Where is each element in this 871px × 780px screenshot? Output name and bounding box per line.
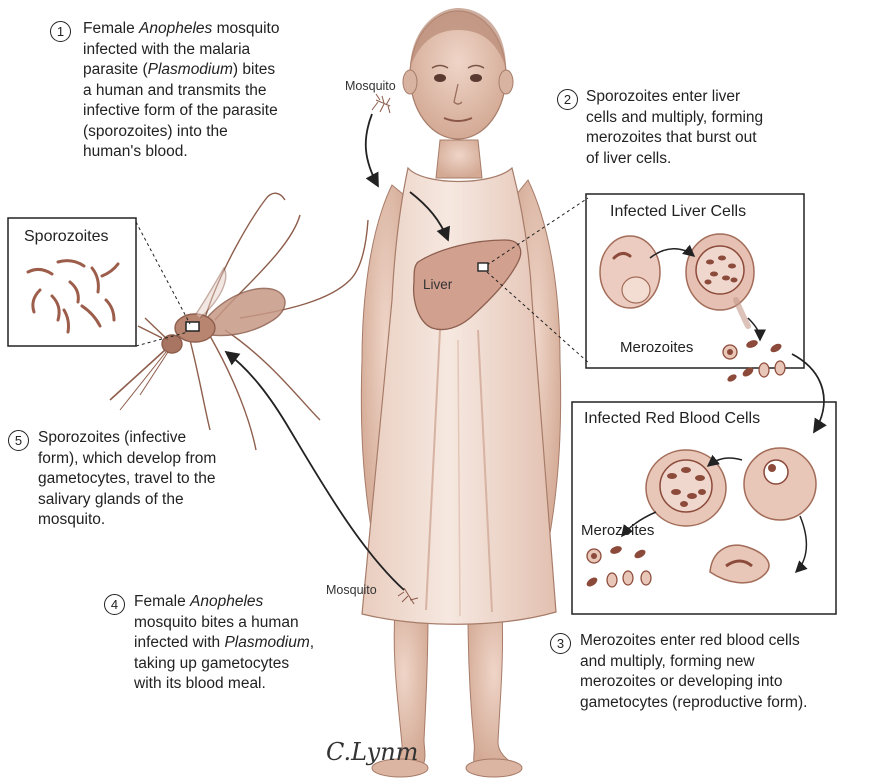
salivary-gland-marker: [186, 322, 199, 331]
liver-label: Liver: [423, 277, 452, 292]
liver-marker: [478, 263, 488, 271]
text-line: gametocytes (reproductive form).: [580, 693, 807, 714]
step-1-text: Female Anopheles mosquitoinfected with t…: [83, 19, 279, 163]
text-line: infected with the malaria: [83, 40, 279, 61]
text-line: infected with Plasmodium,: [134, 633, 314, 654]
step-1-number: 1: [50, 21, 71, 42]
child-figure: [361, 8, 560, 777]
text-line: parasite (Plasmodium) bites: [83, 60, 279, 81]
text-line: cells and multiply, forming: [586, 108, 763, 129]
merozoites-liver-label: Merozoites: [620, 339, 693, 356]
text-line: Sporozoites enter liver: [586, 87, 763, 108]
step-2-text: Sporozoites enter livercells and multipl…: [586, 87, 763, 169]
step-5-text: Sporozoites (infectiveform), which devel…: [38, 428, 216, 531]
step-3-number: 3: [550, 633, 571, 654]
text-line: mosquito bites a human: [134, 613, 314, 634]
mosquito-bottom-label: Mosquito: [326, 583, 377, 597]
text-line: infective form of the parasite: [83, 101, 279, 122]
step-4-text: Female Anophelesmosquito bites a humanin…: [134, 592, 314, 695]
text-line: human's blood.: [83, 142, 279, 163]
text-line: form), which develop from: [38, 449, 216, 470]
text-line: Merozoites enter red blood cells: [580, 631, 807, 652]
text-line: a human and transmits the: [83, 81, 279, 102]
text-line: Female Anopheles: [134, 592, 314, 613]
text-line: and multiply, forming new: [580, 652, 807, 673]
small-mosquito-top: [372, 94, 390, 113]
merozoites-blood-label: Merozoites: [581, 522, 654, 539]
red-blood-cells-panel-title: Infected Red Blood Cells: [584, 410, 760, 428]
step-2-number: 2: [557, 89, 578, 110]
text-line: Sporozoites (infective: [38, 428, 216, 449]
step-5-number: 5: [8, 430, 29, 451]
liver-cells-panel-title: Infected Liver Cells: [610, 203, 746, 221]
text-line: of liver cells.: [586, 149, 763, 170]
mosquito-top-label: Mosquito: [345, 79, 396, 93]
artist-signature: C.Lynm: [326, 738, 418, 766]
step-4-number: 4: [104, 594, 125, 615]
text-line: gametocytes, travel to the: [38, 469, 216, 490]
step-3-text: Merozoites enter red blood cellsand mult…: [580, 631, 807, 713]
text-line: merozoites that burst out: [586, 128, 763, 149]
text-line: taking up gametocytes: [134, 654, 314, 675]
text-line: mosquito.: [38, 510, 216, 531]
text-line: (sporozoites) into the: [83, 122, 279, 143]
text-line: Female Anopheles mosquito: [83, 19, 279, 40]
sporozoites-panel-title: Sporozoites: [24, 228, 109, 246]
large-mosquito: [110, 193, 368, 450]
text-line: with its blood meal.: [134, 674, 314, 695]
text-line: merozoites or developing into: [580, 672, 807, 693]
text-line: salivary glands of the: [38, 490, 216, 511]
